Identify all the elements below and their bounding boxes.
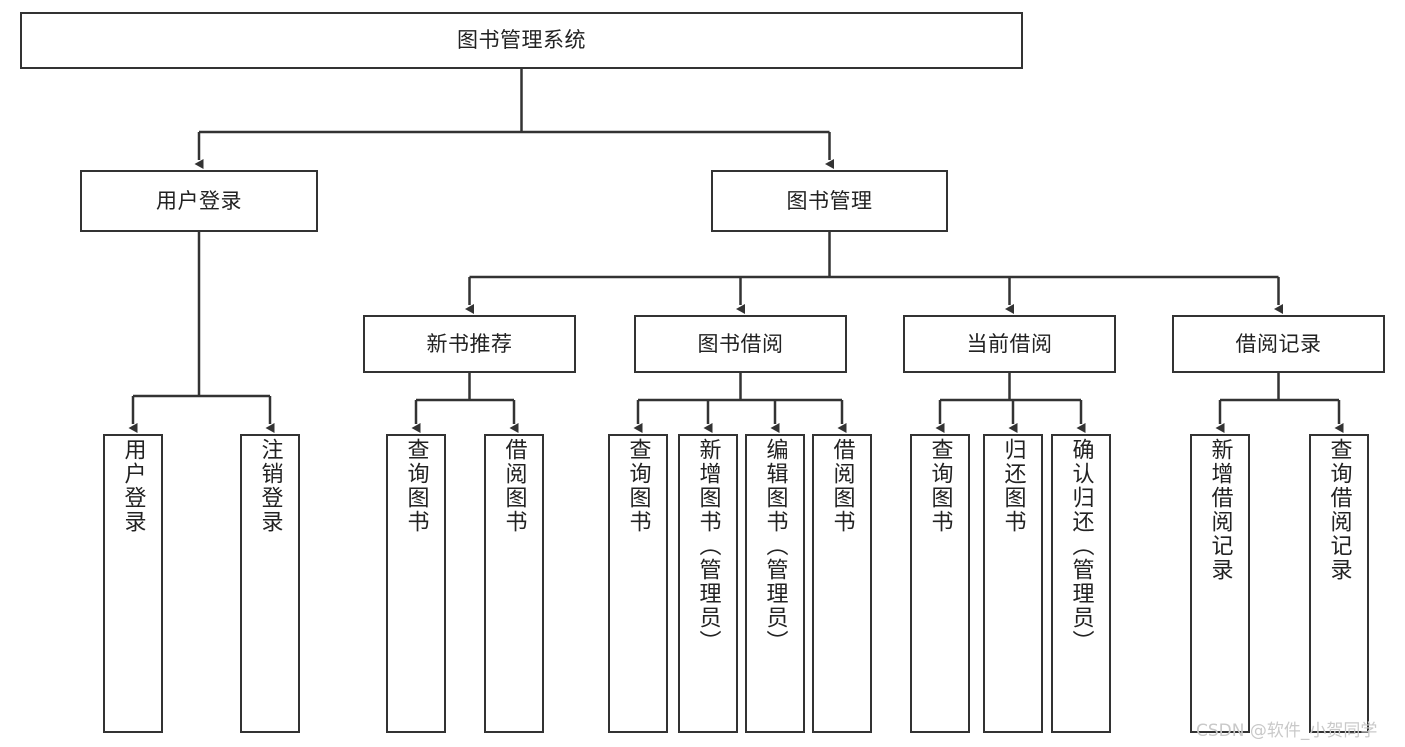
node-label: 借阅图书 — [829, 438, 855, 534]
node-label: 用户登录 — [156, 188, 242, 213]
node-root[interactable]: 图书管理系统 — [20, 12, 1023, 69]
node-login[interactable]: 用户登录 — [80, 170, 318, 232]
node-l_return[interactable]: 归还图书 — [983, 434, 1043, 733]
node-l_q3[interactable]: 查询图书 — [910, 434, 970, 733]
node-label: 借阅记录 — [1235, 331, 1322, 356]
node-label: 图书管理系统 — [457, 28, 586, 53]
node-l_login[interactable]: 用户登录 — [103, 434, 163, 733]
watermark: CSDN @软件_小贺同学 — [1196, 721, 1378, 741]
node-label: 编辑图书（管理员） — [762, 438, 788, 654]
node-l_logout[interactable]: 注销登录 — [240, 434, 300, 733]
node-l_b1[interactable]: 借阅图书 — [484, 434, 544, 733]
node-label: 查询图书 — [625, 438, 651, 534]
node-label: 借阅图书 — [501, 438, 527, 534]
node-borrow[interactable]: 图书借阅 — [634, 315, 847, 373]
node-label: 归还图书 — [1000, 438, 1026, 534]
node-bookmgmt[interactable]: 图书管理 — [711, 170, 948, 232]
node-label: 当前借阅 — [966, 331, 1053, 356]
node-label: 用户登录 — [120, 438, 146, 534]
node-l_add[interactable]: 新增图书（管理员） — [678, 434, 738, 733]
node-records[interactable]: 借阅记录 — [1172, 315, 1385, 373]
node-l_confirm[interactable]: 确认归还（管理员） — [1051, 434, 1111, 733]
node-l_qrec[interactable]: 查询借阅记录 — [1309, 434, 1369, 733]
node-l_b2[interactable]: 借阅图书 — [812, 434, 872, 733]
node-l_q1[interactable]: 查询图书 — [386, 434, 446, 733]
node-label: 注销登录 — [257, 438, 283, 534]
node-label: 查询图书 — [403, 438, 429, 534]
node-label: 新书推荐 — [426, 331, 513, 356]
node-l_q2[interactable]: 查询图书 — [608, 434, 668, 733]
node-current[interactable]: 当前借阅 — [903, 315, 1116, 373]
node-label: 查询借阅记录 — [1326, 438, 1352, 582]
node-label: 查询图书 — [927, 438, 953, 534]
node-label: 图书借阅 — [697, 331, 784, 356]
node-label: 图书管理 — [786, 188, 873, 213]
node-l_edit[interactable]: 编辑图书（管理员） — [745, 434, 805, 733]
node-label: 新增图书（管理员） — [695, 438, 721, 654]
node-label: 确认归还（管理员） — [1068, 438, 1094, 654]
node-label: 新增借阅记录 — [1207, 438, 1233, 582]
node-l_addrec[interactable]: 新增借阅记录 — [1190, 434, 1250, 733]
node-newbook[interactable]: 新书推荐 — [363, 315, 576, 373]
